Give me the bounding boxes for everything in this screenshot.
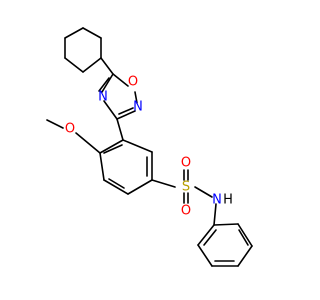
atom-oxadiazole-nitrogen-4: N [98, 90, 108, 105]
bond [75, 132, 101, 154]
bond [134, 91, 138, 104]
bond [101, 73, 114, 93]
atom-sulfonyl-sulfur: S [182, 180, 190, 195]
bond [103, 179, 129, 195]
bond [203, 229, 217, 246]
structure-canvas: O N N O S O O N H [46, 27, 253, 267]
bond [237, 245, 253, 267]
bond [99, 152, 105, 181]
bond [46, 119, 64, 129]
bond [116, 110, 136, 120]
atom-oxadiazole-nitrogen-2: N [133, 100, 143, 115]
bond [238, 229, 249, 246]
atom-oxadiazole-oxygen: O [128, 75, 138, 90]
bond [64, 57, 84, 73]
bond [100, 57, 114, 75]
bond [112, 73, 129, 87]
benzene-ring-benzyl [197, 223, 253, 267]
atom-sulfonyl-oxygen-bottom: O [181, 204, 191, 219]
bond [213, 203, 217, 226]
bond [118, 107, 134, 115]
chemical-structure-diagram: O N N O S O O N H [46, 27, 253, 267]
bond [82, 57, 102, 73]
bond [197, 224, 215, 246]
bond [194, 186, 213, 198]
bond [108, 178, 125, 189]
bond [237, 223, 253, 247]
atom-sulfonamide-hydrogen: H [223, 193, 233, 208]
bond [82, 27, 102, 39]
bond [98, 77, 110, 92]
atom-methoxy-oxygen: O [65, 122, 75, 137]
cyclohexyl-ring [64, 27, 114, 75]
atom-sulfonamide-nitrogen: N [212, 193, 222, 208]
bond [116, 118, 124, 141]
bond [127, 179, 153, 195]
bond [151, 179, 176, 188]
bond [103, 144, 123, 154]
benzene-ring-central [99, 139, 153, 195]
bond [64, 27, 84, 39]
bond [103, 100, 118, 120]
bond [213, 223, 239, 226]
bond [197, 244, 213, 267]
atom-sulfonyl-oxygen-top: O [181, 156, 191, 171]
oxadiazole-ring [98, 73, 138, 120]
bond [99, 139, 124, 154]
atom-labels: O N N O S O O N H [65, 75, 233, 219]
bond [122, 139, 153, 153]
